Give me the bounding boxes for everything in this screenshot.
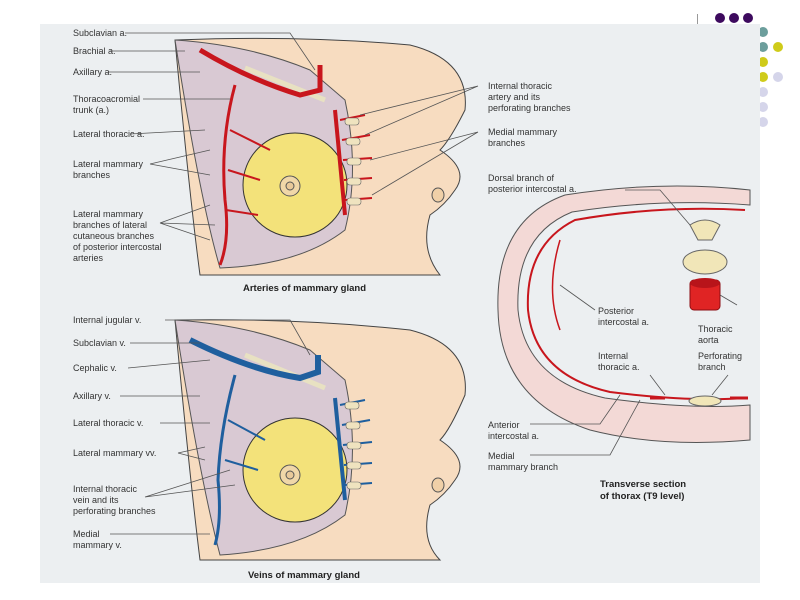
label-internal-thoracic-artery: Internal thoracic artery and its perfora… bbox=[488, 81, 571, 113]
decor-dot bbox=[758, 102, 768, 112]
decor-dot bbox=[773, 72, 783, 82]
caption-veins: Veins of mammary gland bbox=[248, 570, 360, 581]
contralateral-nipple bbox=[431, 477, 445, 493]
decor-dot bbox=[758, 117, 768, 127]
label-subclavian-vein: Subclavian v. bbox=[73, 338, 126, 348]
nipple bbox=[285, 181, 295, 191]
label-lateral-thoracic-vein: Lateral thoracic v. bbox=[73, 418, 144, 428]
label-thoracic-aorta: Thoracic aorta bbox=[698, 324, 733, 345]
decor-dot bbox=[743, 13, 753, 23]
label-internal-thoracic-artery-section: Internal thoracic a. bbox=[598, 351, 640, 372]
posterior-intercostal-inner bbox=[551, 239, 561, 331]
decor-dot bbox=[758, 27, 768, 37]
label-dorsal-branch: Dorsal branch of posterior intercostal a… bbox=[488, 173, 577, 194]
aorta-lumen bbox=[690, 278, 720, 288]
label-internal-jugular-vein: Internal jugular v. bbox=[73, 315, 142, 325]
costal-cartilages bbox=[344, 401, 362, 490]
decor-dot bbox=[758, 57, 768, 67]
decor-dot bbox=[773, 42, 783, 52]
label-axillary-vein: Axillary v. bbox=[73, 391, 111, 401]
veins-panel bbox=[174, 319, 466, 561]
nipple bbox=[285, 470, 295, 480]
sternum bbox=[688, 395, 722, 407]
clavicle bbox=[244, 65, 326, 103]
label-perforating-branch: Perforating branch bbox=[698, 351, 743, 372]
transverse-section-panel bbox=[497, 185, 751, 443]
decor-dot bbox=[715, 13, 725, 23]
arteries-panel bbox=[174, 37, 466, 276]
slide-divider-rule bbox=[697, 14, 698, 26]
vertebral-body bbox=[682, 249, 728, 275]
clavicle bbox=[244, 352, 326, 391]
caption-arteries: Arteries of mammary gland bbox=[243, 283, 367, 294]
costal-cartilages bbox=[344, 117, 362, 206]
label-medial-mammary-vein: Medial mammary v. bbox=[73, 529, 122, 550]
caption-transverse-section: Transverse section of thorax (T9 level) bbox=[600, 479, 687, 502]
label-cephalic-vein: Cephalic v. bbox=[73, 363, 117, 373]
label-medial-mammary-branch: Medial mammary branch bbox=[488, 451, 559, 472]
label-thoracoacromial-trunk: Thoracoacromial trunk (a.) bbox=[73, 94, 141, 115]
label-subclavian-artery: Subclavian a. bbox=[73, 28, 128, 38]
label-brachial-artery: Brachial a. bbox=[73, 46, 116, 56]
thoracic-wall-band bbox=[497, 185, 751, 443]
decor-dot bbox=[758, 42, 768, 52]
label-lateral-mammary-cutaneous-branches: Lateral mammary branches of lateral cuta… bbox=[73, 209, 162, 263]
label-internal-thoracic-vein: Internal thoracic vein and its perforati… bbox=[73, 484, 156, 516]
label-posterior-intercostal-artery: Posterior intercostal a. bbox=[598, 306, 650, 327]
subclavian-vein bbox=[188, 337, 321, 382]
subclavian-artery bbox=[198, 47, 323, 98]
spinous-process bbox=[689, 219, 721, 241]
contralateral-nipple bbox=[431, 187, 445, 203]
label-axillary-artery: Axillary a. bbox=[73, 67, 113, 77]
decor-dot bbox=[729, 13, 739, 23]
label-anterior-intercostal-artery: Anterior intercostal a. bbox=[488, 420, 540, 441]
label-lateral-mammary-veins: Lateral mammary vv. bbox=[73, 448, 157, 458]
lateral-thoracic-vein bbox=[213, 374, 237, 546]
decor-dot bbox=[758, 87, 768, 97]
internal-thoracic-artery bbox=[333, 109, 347, 216]
leader-lines bbox=[108, 32, 738, 535]
label-lateral-thoracic-artery: Lateral thoracic a. bbox=[73, 129, 145, 139]
internal-thoracic-vein bbox=[333, 397, 347, 501]
decor-dot bbox=[758, 72, 768, 82]
lateral-thoracic-artery bbox=[218, 84, 237, 266]
label-lateral-mammary-branches: Lateral mammary branches bbox=[73, 159, 144, 180]
label-medial-mammary-branches: Medial mammary branches bbox=[488, 127, 558, 148]
